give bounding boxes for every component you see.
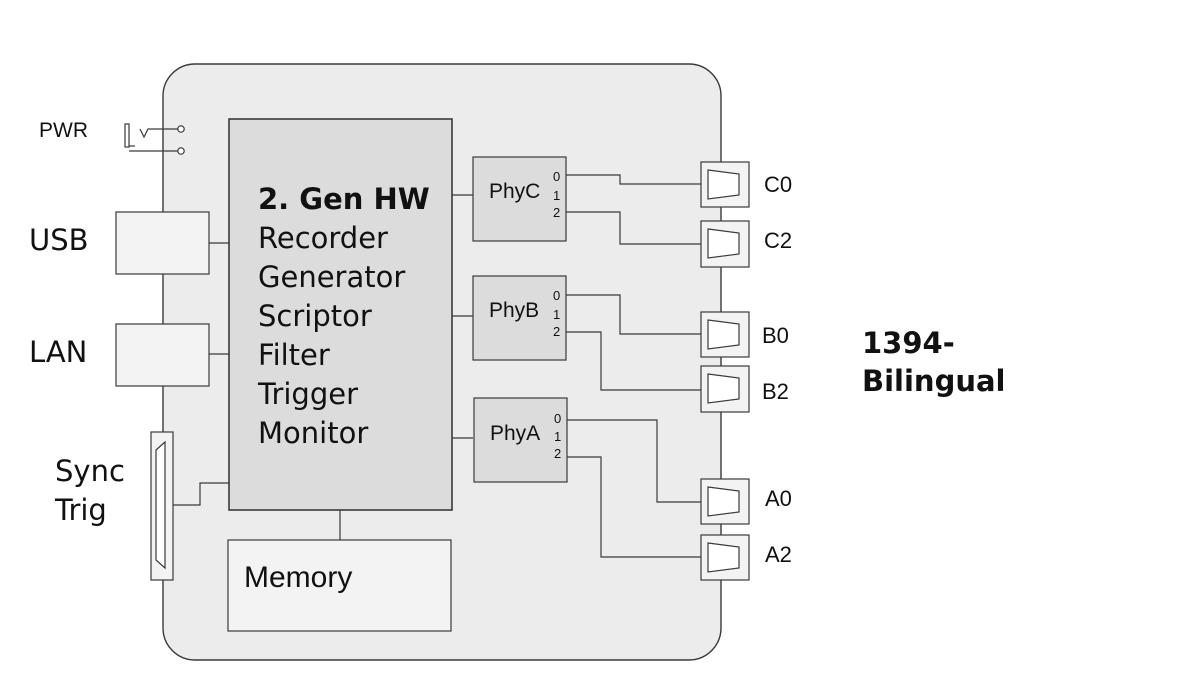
connector-b2-label: B2 bbox=[762, 379, 789, 404]
phy-c-port-0: 0 bbox=[553, 169, 560, 184]
main-block-title: 2. Gen HW bbox=[258, 182, 430, 216]
memory-label: Memory bbox=[244, 561, 352, 594]
phy-a-label: PhyA bbox=[490, 422, 540, 445]
lan-label: LAN bbox=[29, 335, 87, 369]
port-wiring bbox=[566, 174, 701, 558]
power-jack-icon bbox=[124, 123, 185, 155]
connector-b0-label: B0 bbox=[762, 323, 789, 348]
product-name-line1: 1394- bbox=[862, 326, 955, 360]
connector-c0 bbox=[700, 161, 750, 208]
connector-b2 bbox=[700, 365, 750, 413]
function-recorder: Recorder bbox=[258, 221, 388, 255]
function-monitor: Monitor bbox=[258, 416, 368, 450]
phy-a-port-1: 1 bbox=[554, 429, 561, 444]
phy-b-port-0: 0 bbox=[553, 288, 560, 303]
lan-port-box bbox=[115, 323, 210, 387]
usb-port-box bbox=[115, 211, 210, 275]
main-hw-block bbox=[228, 118, 453, 511]
phy-c-block bbox=[472, 156, 567, 242]
connector-c0-label: C0 bbox=[764, 172, 792, 197]
phy-b-port-1: 1 bbox=[553, 307, 560, 322]
sync-label: Sync bbox=[55, 454, 125, 488]
connector-c2 bbox=[700, 220, 750, 268]
phy-a-port-0: 0 bbox=[554, 411, 561, 426]
function-filter: Filter bbox=[258, 338, 330, 372]
sync-trig-connector bbox=[150, 431, 229, 581]
phy-c-port-2: 2 bbox=[553, 205, 560, 220]
phy-c-port-1: 1 bbox=[553, 188, 560, 203]
phy-b-label: PhyB bbox=[489, 299, 539, 322]
function-generator: Generator bbox=[258, 260, 405, 294]
phy-a-block bbox=[473, 397, 568, 483]
product-name-line2: Bilingual bbox=[862, 364, 1006, 398]
function-scriptor: Scriptor bbox=[258, 299, 372, 333]
phy-b-port-2: 2 bbox=[553, 324, 560, 339]
trig-label: Trig bbox=[54, 493, 107, 527]
connector-a2-label: A2 bbox=[765, 542, 792, 567]
phy-b-block bbox=[472, 275, 567, 361]
connector-a2 bbox=[700, 534, 750, 581]
connector-a0-label: A0 bbox=[765, 486, 792, 511]
connector-a0 bbox=[700, 478, 750, 525]
connector-c2-label: C2 bbox=[764, 228, 792, 253]
phy-links bbox=[452, 194, 473, 439]
phy-c-label: PhyC bbox=[489, 180, 540, 203]
memory-block bbox=[227, 539, 452, 632]
connector-b0 bbox=[700, 311, 750, 358]
pwr-label: PWR bbox=[39, 119, 88, 142]
usb-label: USB bbox=[29, 223, 89, 257]
phy-a-port-2: 2 bbox=[554, 446, 561, 461]
function-trigger: Trigger bbox=[257, 377, 358, 411]
